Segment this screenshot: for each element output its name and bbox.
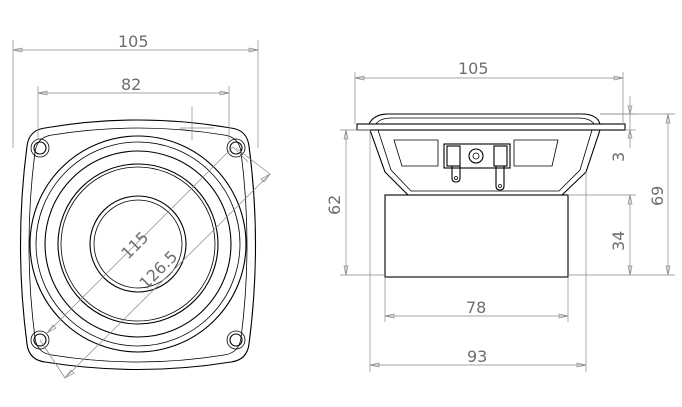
dim-side-magnet-diameter-label: 78 xyxy=(466,298,486,317)
basket-window-left xyxy=(393,139,439,167)
dim-side-magnet-diameter: 78 xyxy=(384,277,569,322)
dim-front-hole-spacing-label: 82 xyxy=(121,75,141,94)
cone-edge xyxy=(60,166,216,322)
mounting-hole-top-right xyxy=(229,141,243,155)
surround-outer xyxy=(29,135,247,353)
basket-window-right xyxy=(513,139,559,167)
front-view: 105 82 115 126.5 xyxy=(12,32,271,379)
dust-cap-outer xyxy=(89,195,187,293)
center-mark xyxy=(180,106,214,140)
side-magnet xyxy=(384,194,569,278)
surround-inner xyxy=(44,150,232,338)
dim-front-width-label: 105 xyxy=(118,32,149,51)
dim-side-magnet-height: 34 xyxy=(568,194,636,276)
dim-side-cone-depth-label: 62 xyxy=(325,195,344,215)
mounting-hole-bottom-left xyxy=(33,333,47,347)
speaker-terminals xyxy=(443,143,511,191)
dust-cap-inner xyxy=(93,199,183,289)
dim-front-hole-diagonal: 126.5 xyxy=(39,147,271,379)
dim-side-total-depth-label: 69 xyxy=(648,186,667,206)
mounting-hole-bottom-right xyxy=(229,333,243,347)
front-frame xyxy=(19,119,257,371)
dim-front-hole-spacing: 82 xyxy=(37,75,230,140)
dim-side-width: 105 xyxy=(354,59,624,124)
dim-side-flange-label: 3 xyxy=(609,152,628,162)
dim-side-magnet-height-label: 34 xyxy=(609,231,628,251)
mounting-hole-top-left xyxy=(33,141,47,155)
dim-side-cone-depth: 62 xyxy=(325,129,385,276)
dim-front-width: 105 xyxy=(12,32,259,148)
side-surround xyxy=(368,113,601,125)
side-view: 105 62 3 34 xyxy=(325,59,675,372)
dim-side-width-label: 105 xyxy=(458,59,489,78)
mounting-holes xyxy=(30,138,246,350)
dim-front-hole-diagonal-label: 126.5 xyxy=(135,247,181,293)
front-frame-inner xyxy=(28,127,248,363)
dim-side-basket-diameter-label: 93 xyxy=(467,347,487,366)
side-flange xyxy=(356,123,626,131)
cone-outer xyxy=(57,163,219,325)
surround-mid xyxy=(35,141,241,347)
dim-side-basket-diameter: 93 xyxy=(369,130,587,372)
dim-side-total-depth: 69 xyxy=(600,113,675,276)
dim-side-flange: 3 xyxy=(600,96,636,162)
